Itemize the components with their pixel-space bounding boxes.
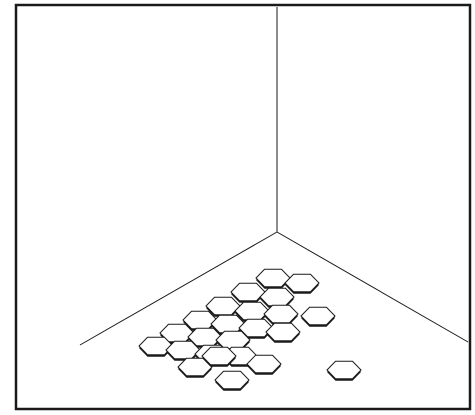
hexagon-tile-group [139,269,361,390]
